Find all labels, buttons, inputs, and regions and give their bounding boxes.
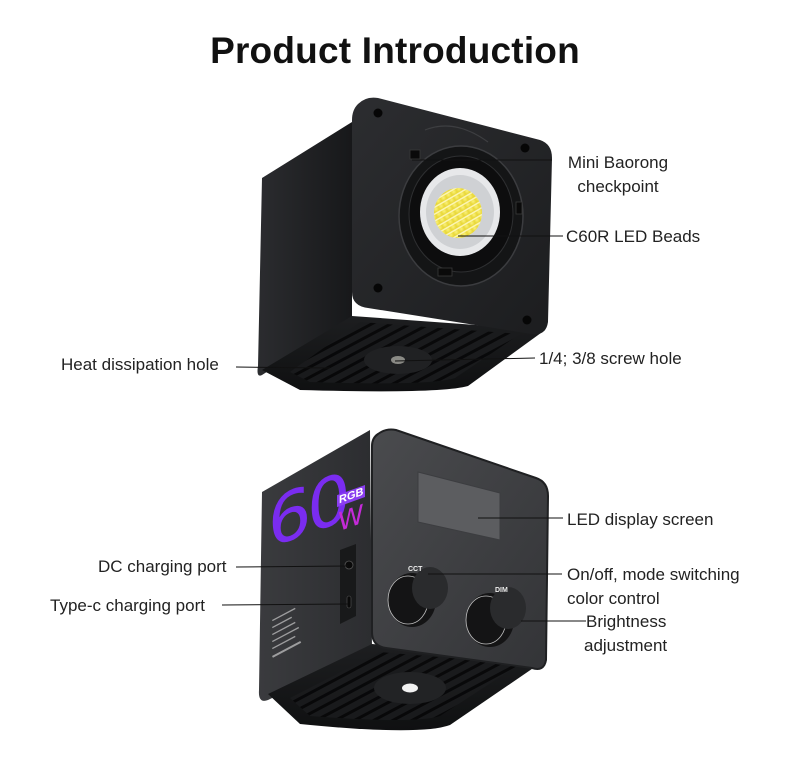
callout-line-screw xyxy=(394,357,536,362)
callout-heat-dissipation: Heat dissipation hole xyxy=(61,355,219,374)
callout-mode-line2: color control xyxy=(567,589,660,608)
callout-checkpoint: Mini Baorong checkpoint xyxy=(556,151,680,199)
callout-checkpoint-line2: checkpoint xyxy=(577,177,659,196)
callout-brightness-line2: adjustment xyxy=(584,636,668,655)
page-title: Product Introduction xyxy=(210,30,580,71)
callout-checkpoint-line1: Mini Baorong xyxy=(567,153,669,172)
callout-mode-switch: On/off, mode switching color control xyxy=(567,563,740,611)
callout-mode-line1: On/off, mode switching xyxy=(567,565,740,584)
callout-typec-port: Type-c charging port xyxy=(50,596,205,615)
callout-line-typec xyxy=(221,603,349,606)
callout-brightness: Brightness adjustment xyxy=(584,610,668,658)
callout-dc-port: DC charging port xyxy=(98,557,227,576)
bottom-light-unit xyxy=(258,428,550,731)
top-light-unit xyxy=(257,97,552,392)
callout-line-dc xyxy=(235,565,349,568)
callout-screw-hole: 1/4; 3/8 screw hole xyxy=(539,349,682,368)
dim-knob-label: DIM xyxy=(495,587,508,594)
callout-led-beads: C60R LED Beads xyxy=(566,227,701,246)
callout-brightness-line1: Brightness xyxy=(586,612,667,631)
callout-led-display: LED display screen xyxy=(567,510,714,529)
cct-knob-label: CCT xyxy=(408,566,423,573)
callout-line-heat xyxy=(235,366,331,369)
